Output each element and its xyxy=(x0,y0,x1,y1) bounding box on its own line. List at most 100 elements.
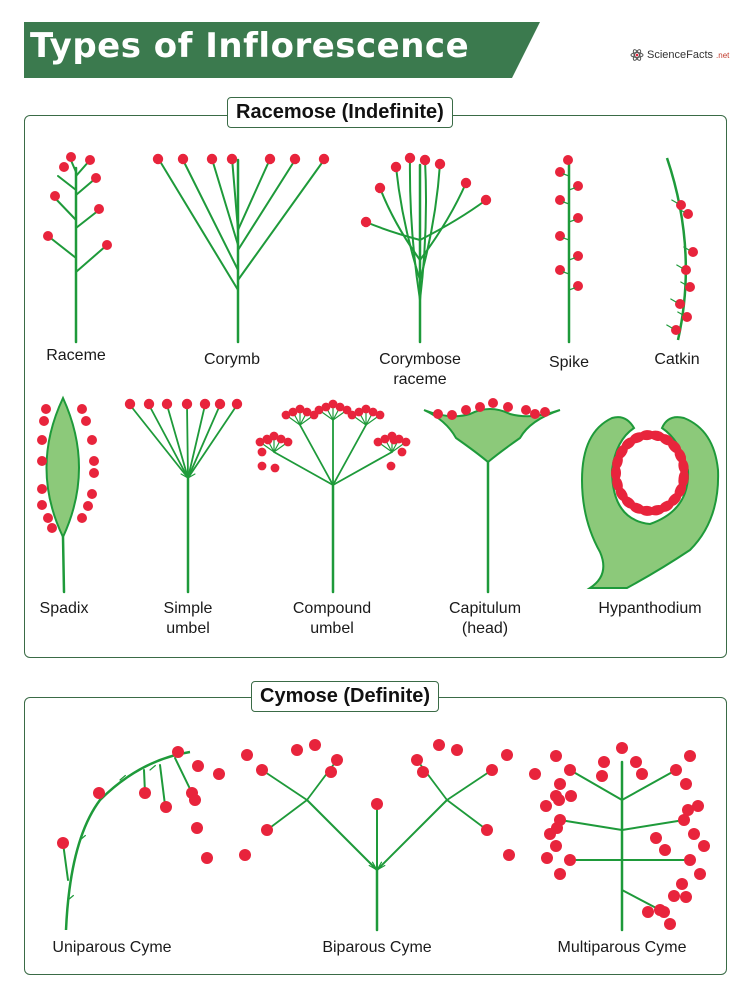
branch xyxy=(676,264,683,269)
atom-icon xyxy=(630,49,644,61)
flower xyxy=(143,398,155,410)
stem xyxy=(237,159,296,251)
branch xyxy=(67,894,74,901)
caption-capitulum: Capitulum(head) xyxy=(448,600,522,637)
branch xyxy=(306,759,338,801)
flower xyxy=(698,840,710,852)
flower xyxy=(283,437,293,447)
branch xyxy=(53,196,77,221)
branch xyxy=(562,237,570,241)
flower xyxy=(276,434,286,444)
flower xyxy=(161,398,173,410)
branch xyxy=(332,477,338,486)
branch xyxy=(57,175,77,191)
branch xyxy=(568,219,576,223)
flower xyxy=(688,247,698,257)
branch xyxy=(273,451,334,486)
logo-text: ScienceFacts xyxy=(647,49,714,61)
flower xyxy=(201,852,213,864)
stem xyxy=(61,535,66,594)
flower xyxy=(206,153,218,165)
stem xyxy=(237,158,271,231)
logo: ScienceFacts.net xyxy=(630,48,729,62)
branch xyxy=(332,451,393,486)
flower xyxy=(550,790,562,802)
flower xyxy=(419,154,431,166)
flower xyxy=(386,461,396,471)
flower xyxy=(433,409,443,419)
flower xyxy=(257,461,267,471)
flower xyxy=(692,800,704,812)
flower xyxy=(263,435,273,445)
flower xyxy=(390,161,402,173)
flower xyxy=(670,764,682,776)
branch xyxy=(680,281,687,286)
hypanthodium-drawing xyxy=(580,416,720,589)
flower xyxy=(573,213,583,223)
branch xyxy=(683,246,690,251)
flower xyxy=(685,282,695,292)
flower xyxy=(501,749,513,761)
flower xyxy=(611,465,621,481)
flower xyxy=(503,849,515,861)
branch xyxy=(187,470,193,479)
branch xyxy=(325,480,334,486)
branch xyxy=(119,774,126,781)
flower xyxy=(191,822,203,834)
branch xyxy=(419,163,441,281)
flower xyxy=(57,837,69,849)
flower xyxy=(314,405,324,415)
flower xyxy=(688,828,700,840)
flower xyxy=(397,447,407,457)
banner-shape xyxy=(24,22,540,78)
branch xyxy=(159,764,166,806)
stem xyxy=(665,157,688,341)
flower xyxy=(681,265,691,275)
flower xyxy=(694,868,706,880)
flower xyxy=(177,153,189,165)
flower xyxy=(564,764,576,776)
stem xyxy=(211,158,239,246)
flower xyxy=(39,416,49,426)
branch xyxy=(148,404,189,479)
flower xyxy=(213,768,225,780)
branch xyxy=(79,834,86,841)
flower xyxy=(678,814,690,826)
flower xyxy=(375,410,385,420)
branch xyxy=(183,470,189,479)
flower xyxy=(480,194,492,206)
flower xyxy=(226,153,238,165)
corymb-drawing xyxy=(152,153,330,344)
caption-biparous-cyme: Biparous Cyme xyxy=(322,939,432,956)
flower xyxy=(598,756,610,768)
branch xyxy=(75,209,100,229)
branch xyxy=(446,769,493,801)
flower xyxy=(541,852,553,864)
flower xyxy=(41,404,51,414)
flower xyxy=(189,794,201,806)
flower xyxy=(255,437,265,447)
flower xyxy=(659,844,671,856)
flower xyxy=(417,766,429,778)
branch xyxy=(187,404,221,479)
flower xyxy=(152,153,164,165)
stem xyxy=(157,157,239,291)
branch xyxy=(395,166,421,281)
flower xyxy=(550,750,562,762)
branch xyxy=(368,864,378,871)
flower xyxy=(671,325,681,335)
flower xyxy=(288,407,298,417)
flower xyxy=(682,804,694,816)
branch xyxy=(332,424,367,486)
flower xyxy=(411,754,423,766)
flower xyxy=(676,200,686,210)
branch xyxy=(149,764,156,771)
branch xyxy=(416,759,448,801)
flower xyxy=(93,787,105,799)
flower xyxy=(264,153,276,165)
spadix-drawing xyxy=(37,395,99,594)
flower xyxy=(85,155,95,165)
flower xyxy=(172,746,184,758)
caption-uniparous-cyme: Uniparous Cyme xyxy=(52,939,172,956)
